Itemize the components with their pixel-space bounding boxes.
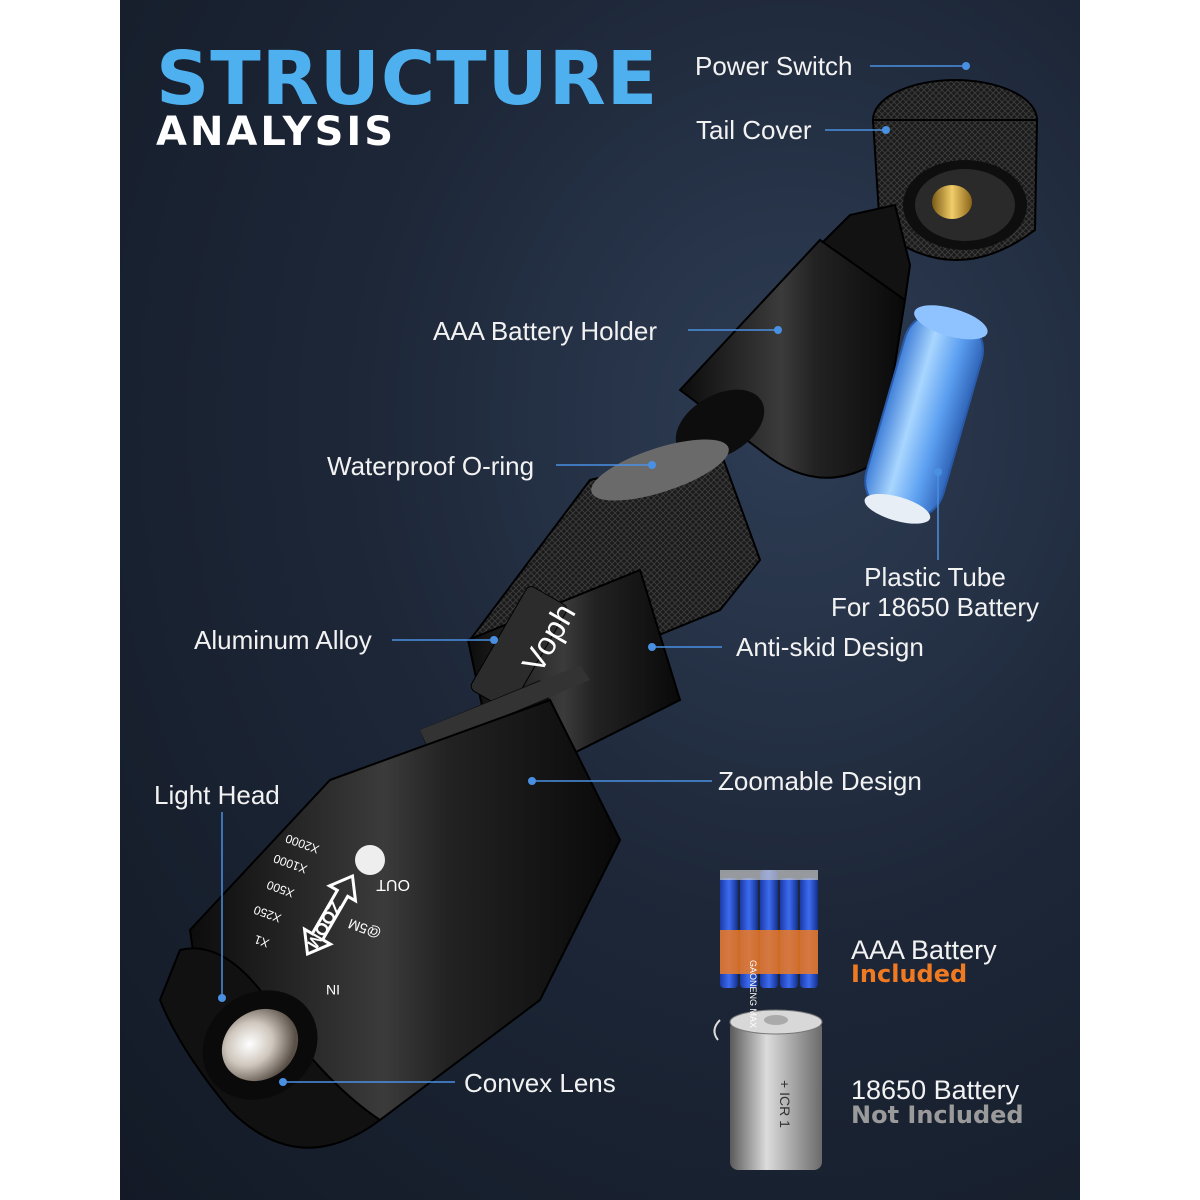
flashlight-exploded-illustration: Voph ZOOM OUT IN @5M X2000 X1000 X500 X2… (158, 62, 1039, 1170)
aaa-print: GAONENG MAX (748, 960, 758, 1028)
o-ring-thread (591, 439, 729, 501)
up-down-arrow-icon (302, 873, 358, 957)
label-tail-cover: Tail Cover (696, 115, 812, 145)
title-line-2: ANALYSIS (156, 109, 397, 155)
label-plastic-tube-line-1: Plastic Tube (864, 562, 1006, 592)
label-anti-skid-design: Anti-skid Design (736, 632, 924, 662)
in-marking: IN (326, 982, 340, 998)
leader-lines (221, 65, 962, 1083)
label-plastic-tube: Plastic Tube For 18650 Battery (820, 562, 1050, 623)
cell-18650-status: Not Included (851, 1101, 1024, 1129)
label-light-head: Light Head (154, 780, 280, 810)
out-marking: OUT (376, 876, 410, 893)
label-zoomable-design: Zoomable Design (718, 766, 922, 796)
label-aluminum-alloy: Aluminum Alloy (194, 625, 372, 655)
leader-dot-icon (218, 62, 970, 1086)
flashlight-body (158, 439, 762, 1149)
tail-cover-part (871, 79, 1039, 261)
cell-18650-title: 18650 Battery (851, 1075, 1020, 1105)
product-infographic: Voph ZOOM OUT IN @5M X2000 X1000 X500 X2… (120, 0, 1080, 1200)
plastic-tube-part (864, 305, 988, 524)
label-aaa-battery-holder: AAA Battery Holder (433, 316, 657, 346)
spring-contact-icon (932, 185, 972, 219)
zoom-level-marking: X1 (252, 932, 271, 950)
label-power-switch: Power Switch (695, 51, 853, 81)
aaa-battery-status: Included (851, 960, 968, 988)
led-icon (355, 845, 385, 875)
cell-print: + ICR 1 (777, 1080, 793, 1128)
label-plastic-tube-line-2: For 18650 Battery (830, 591, 1040, 622)
cell-18650-icon (713, 1009, 823, 1170)
title-line-1: STRUCTURE (156, 36, 659, 122)
convex-lens-part (221, 1008, 299, 1082)
label-waterproof-o-ring: Waterproof O-ring (327, 451, 535, 481)
label-convex-lens: Convex Lens (464, 1068, 616, 1098)
aaa-batteries-icon (720, 870, 818, 988)
aaa-battery-title: AAA Battery (851, 935, 997, 965)
